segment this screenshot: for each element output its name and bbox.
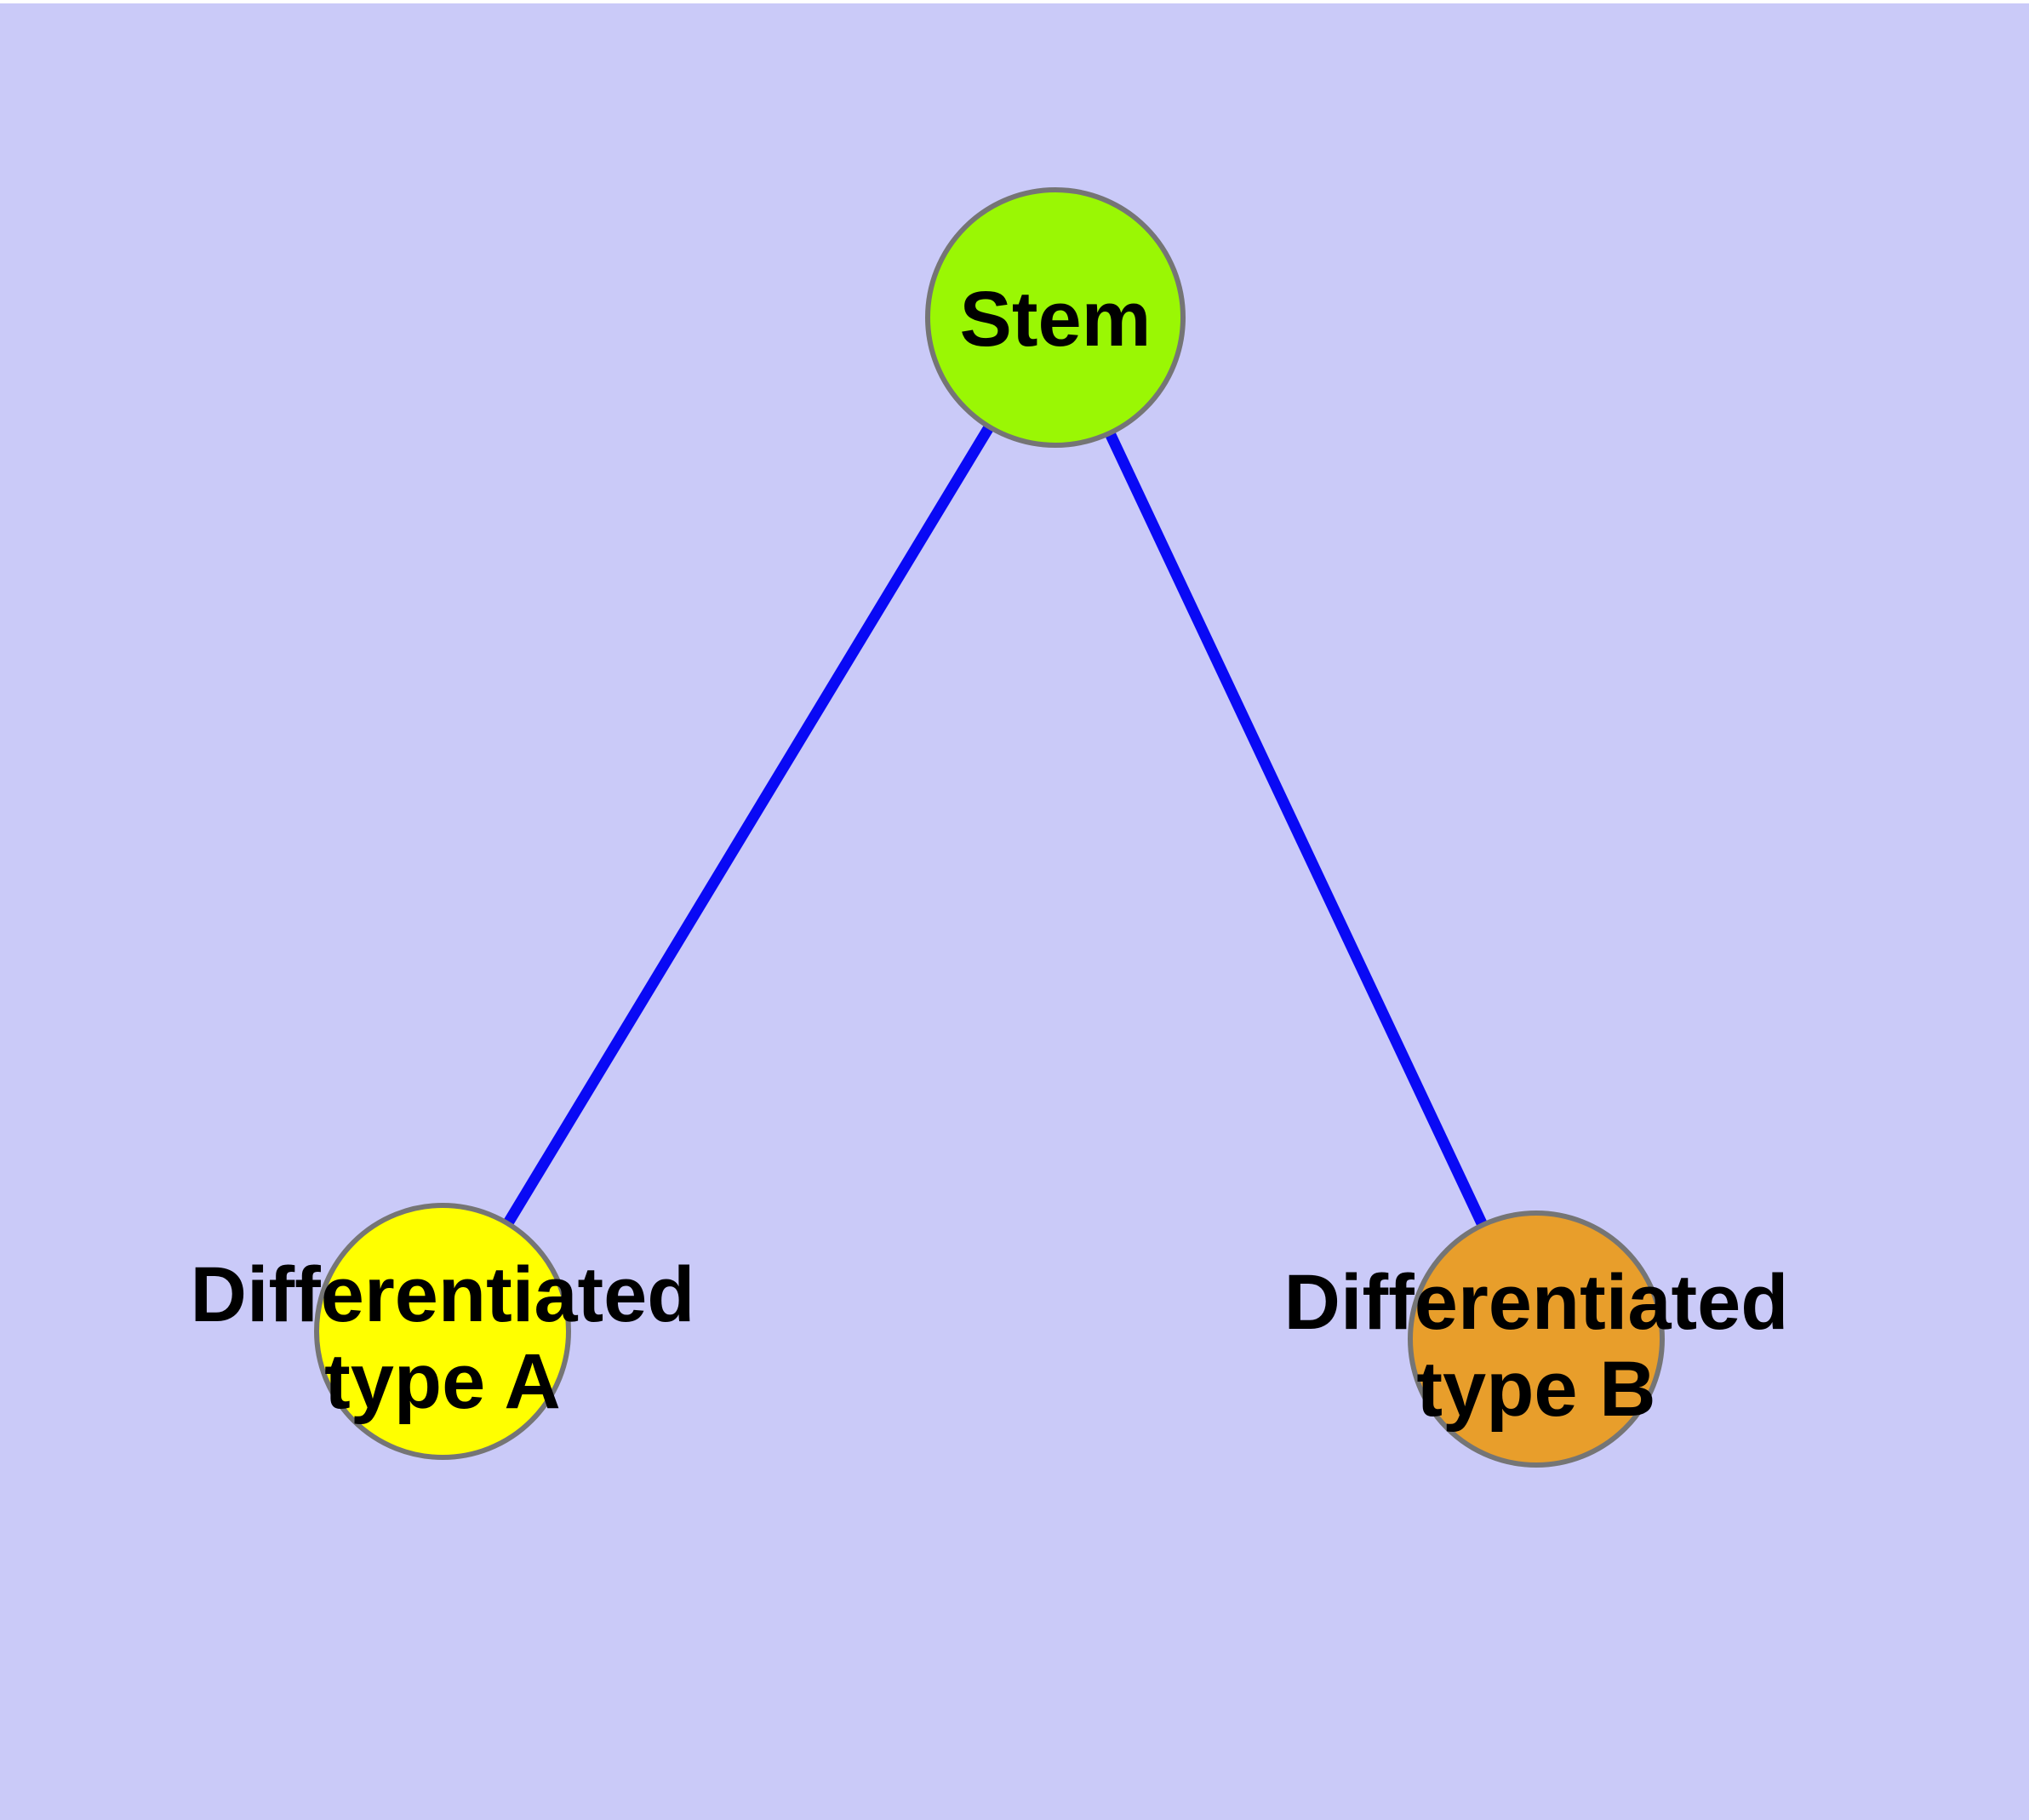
- node-label-line: type B: [1416, 1346, 1655, 1433]
- edge-stem-differentiated-type-a: [437, 314, 1060, 1335]
- edge-stem-differentiated-type-b: [1050, 315, 1541, 1342]
- node-label-line: Differentiated: [191, 1251, 695, 1338]
- node-label-line: Differentiated: [1284, 1259, 1789, 1346]
- node-label-line: Stem: [960, 276, 1152, 363]
- node-differentiated-type-b: [1408, 1210, 1665, 1468]
- node-label-line: type A: [324, 1338, 561, 1425]
- node-differentiated-type-a: [314, 1203, 571, 1460]
- node-label-stem: Stem: [960, 276, 1152, 363]
- node-stem: [925, 187, 1186, 448]
